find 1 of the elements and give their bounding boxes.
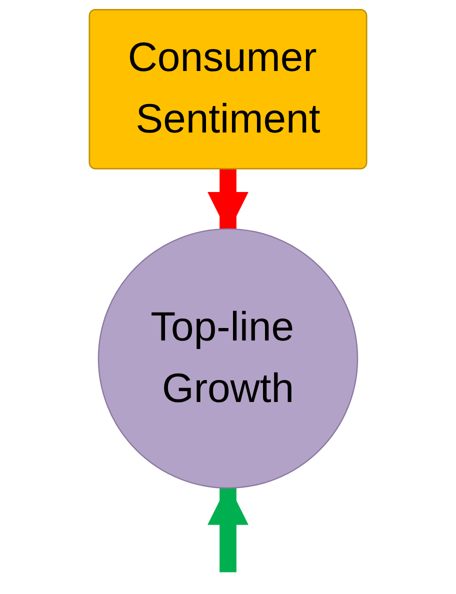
node-circle: Top-line Growth	[98, 228, 358, 489]
